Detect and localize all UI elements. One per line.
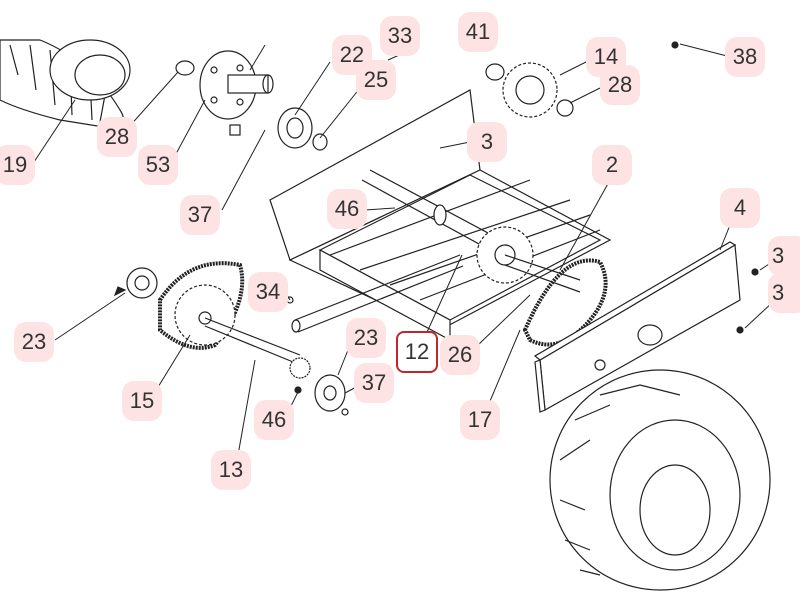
callout-25[interactable]: 25 [356,60,396,100]
callout-label: 26 [447,342,473,367]
callout-37[interactable]: 37 [354,363,394,403]
callout-53[interactable]: 53 [138,145,178,185]
callout-28[interactable]: 28 [600,65,640,105]
left-chain [158,261,245,350]
callout-label: 25 [363,67,389,92]
callout-17[interactable]: 17 [460,400,500,440]
callout-label: 17 [467,407,493,432]
callout-19[interactable]: 19 [0,145,35,185]
callout-34[interactable]: 34 [248,272,288,312]
callout-label: 3 [772,243,785,268]
callout-38[interactable]: 38 [725,37,765,77]
callout-label: 46 [261,407,287,432]
callout-label: 37 [187,202,213,227]
callout-label: 28 [104,124,130,149]
callout-15[interactable]: 15 [122,381,162,421]
callout-label: 46 [334,196,360,221]
callout-3[interactable]: 3 [768,236,800,276]
callout-label: 3 [772,280,785,305]
callout-label: 2 [605,152,619,177]
left-sprocket [174,284,236,346]
side-cover-plate [533,241,741,413]
bearing-23 [126,267,158,299]
callout-13[interactable]: 13 [211,450,251,490]
drive-axle [204,317,311,379]
callout-41[interactable]: 41 [458,12,498,52]
callout-label: 37 [361,370,387,395]
callout-label: 41 [465,19,491,44]
bushing [175,60,195,76]
callout-46[interactable]: 46 [254,400,294,440]
callout-label: 19 [2,152,28,177]
callout-label: 13 [218,457,244,482]
callout-33[interactable]: 33 [380,16,420,56]
callout-12[interactable]: 12 [396,331,438,373]
callout-label: 34 [255,279,281,304]
callout-28[interactable]: 28 [97,117,137,157]
left-hub-flange [199,50,274,120]
callout-23[interactable]: 23 [346,318,386,358]
callout-label: 4 [733,195,747,220]
frame-sprocket [476,226,581,293]
callout-label: 33 [387,23,413,48]
callout-2[interactable]: 2 [592,145,632,185]
rear-left-tire [0,39,131,129]
callout-4[interactable]: 4 [720,188,760,228]
callout-26[interactable]: 26 [440,335,480,375]
callout-label: 53 [145,152,171,177]
callout-label: 38 [732,44,758,69]
callout-label: 14 [593,44,619,69]
callout-label: 15 [129,388,155,413]
rear-right-tire [549,369,771,591]
callout-label: 23 [353,325,379,350]
bearing [277,107,313,149]
lower-shaft-12 [291,254,464,333]
callout-label: 28 [607,72,633,97]
callout-3[interactable]: 3 [768,273,800,313]
callout-label: 23 [21,329,47,354]
top-sprocket [485,62,574,118]
callout-46[interactable]: 46 [327,189,367,229]
callout-37[interactable]: 37 [180,195,220,235]
callout-23[interactable]: 23 [14,322,54,362]
flange-37 [314,374,346,412]
callout-label: 12 [404,339,430,364]
callout-3[interactable]: 3 [467,122,507,162]
callout-label: 3 [480,129,494,154]
